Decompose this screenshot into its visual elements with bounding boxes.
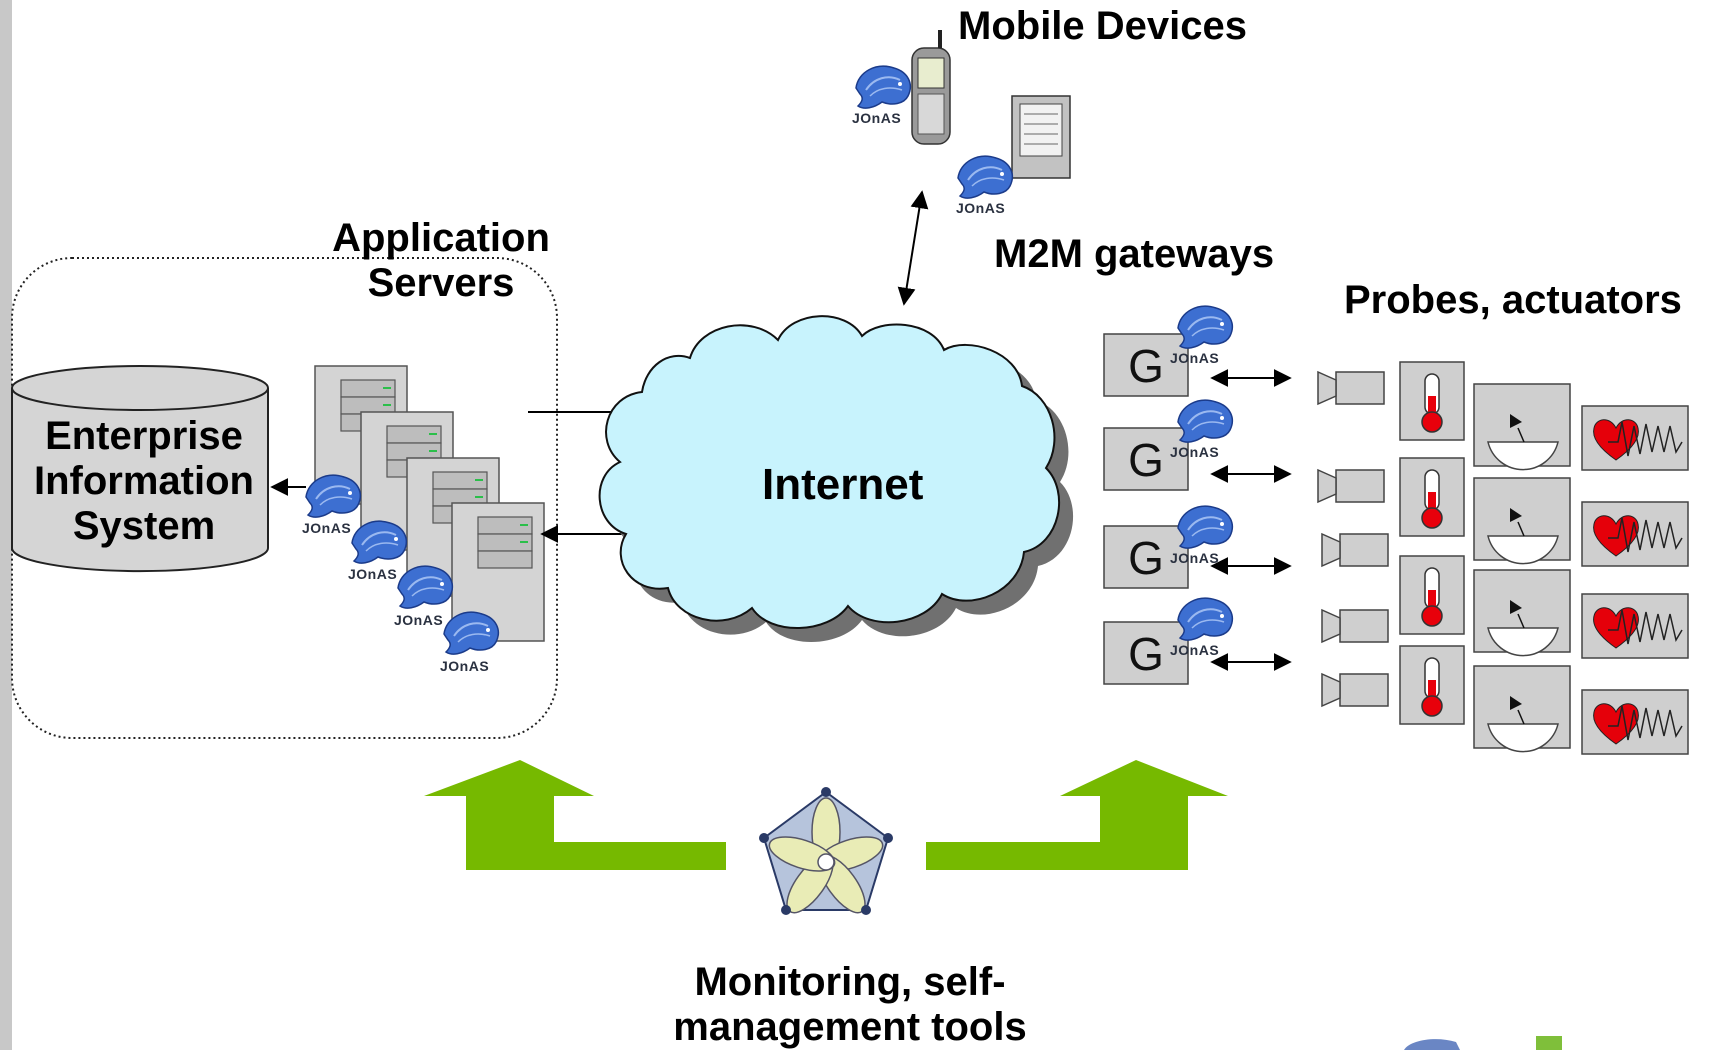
jonas-tag: JOnAS [852,110,902,126]
application-servers-label: Application Servers [326,216,556,306]
camera-icon [1321,533,1389,567]
eis-cylinder [11,365,269,573]
internet-label: Internet [762,460,924,509]
gauge-icon [1473,477,1571,565]
eis-label: Enterprise Information System [14,414,274,548]
jonas-tag: JOnAS [302,520,352,536]
monitoring-line2: management tools [673,1004,1027,1049]
jonas-logo-icon [305,474,362,519]
gateway-g-label: G [1128,532,1164,584]
jonas-logo-icon [855,65,912,110]
camera-icon [1317,469,1385,503]
eis-line2: Information [34,458,254,503]
green-arrow-left [424,760,726,870]
gauge-icon [1473,569,1571,657]
eis-line1: Enterprise [45,414,243,458]
footer-logo [1404,1036,1562,1050]
jonas-logo-icon [397,565,454,610]
heart-monitor-icon [1581,593,1689,659]
heart-monitor-icon [1581,501,1689,567]
left-edge-strip [0,0,12,1050]
gateway-g-label: G [1128,340,1164,392]
jonas-logo-icon [957,155,1014,200]
application-servers-line1: Application [332,216,550,260]
heart-monitor-icon [1581,689,1689,755]
jonas-tag: JOnAS [394,612,444,628]
jonas-tag: JOnAS [1170,550,1220,566]
gauge-icon [1473,383,1571,471]
jonas-tag: JOnAS [1170,642,1220,658]
gateway-g-label: G [1128,628,1164,680]
app-server-boundary [11,257,558,739]
monitoring-label: Monitoring, self- management tools [630,960,1070,1050]
arrow-internet-mobile [897,190,929,306]
internet-cloud [598,315,1074,643]
management-flower-icon [759,787,893,915]
thermometer-icon [1399,555,1465,635]
thermometer-icon [1399,361,1465,441]
pda-icon [1011,95,1071,179]
thermometer-icon [1399,645,1465,725]
eis-line3: System [72,503,216,548]
m2m-gateways-label: M2M gateways [994,232,1275,276]
heart-monitor-icon [1581,405,1689,471]
gateway-g-label: G [1128,434,1164,486]
monitoring-line1: Monitoring, self- [694,960,1006,1004]
thermometer-icon [1399,457,1465,537]
mobile-phone-icon [911,30,951,145]
gauge-icon [1473,665,1571,753]
camera-icon [1321,673,1389,707]
application-servers-line2: Servers [367,260,515,305]
camera-icon [1321,609,1389,643]
jonas-tag: JOnAS [440,658,490,674]
jonas-tag: JOnAS [956,200,1006,216]
jonas-logo-icon [443,611,500,656]
probes-actuators-label: Probes, actuators [1344,278,1682,322]
camera-icon [1317,371,1385,405]
jonas-tag: JOnAS [1170,444,1220,460]
jonas-logo-icon [351,520,408,565]
mobile-devices-label: Mobile Devices [958,4,1248,48]
green-arrow-right [926,760,1228,870]
jonas-tag: JOnAS [348,566,398,582]
jonas-tag: JOnAS [1170,350,1220,366]
